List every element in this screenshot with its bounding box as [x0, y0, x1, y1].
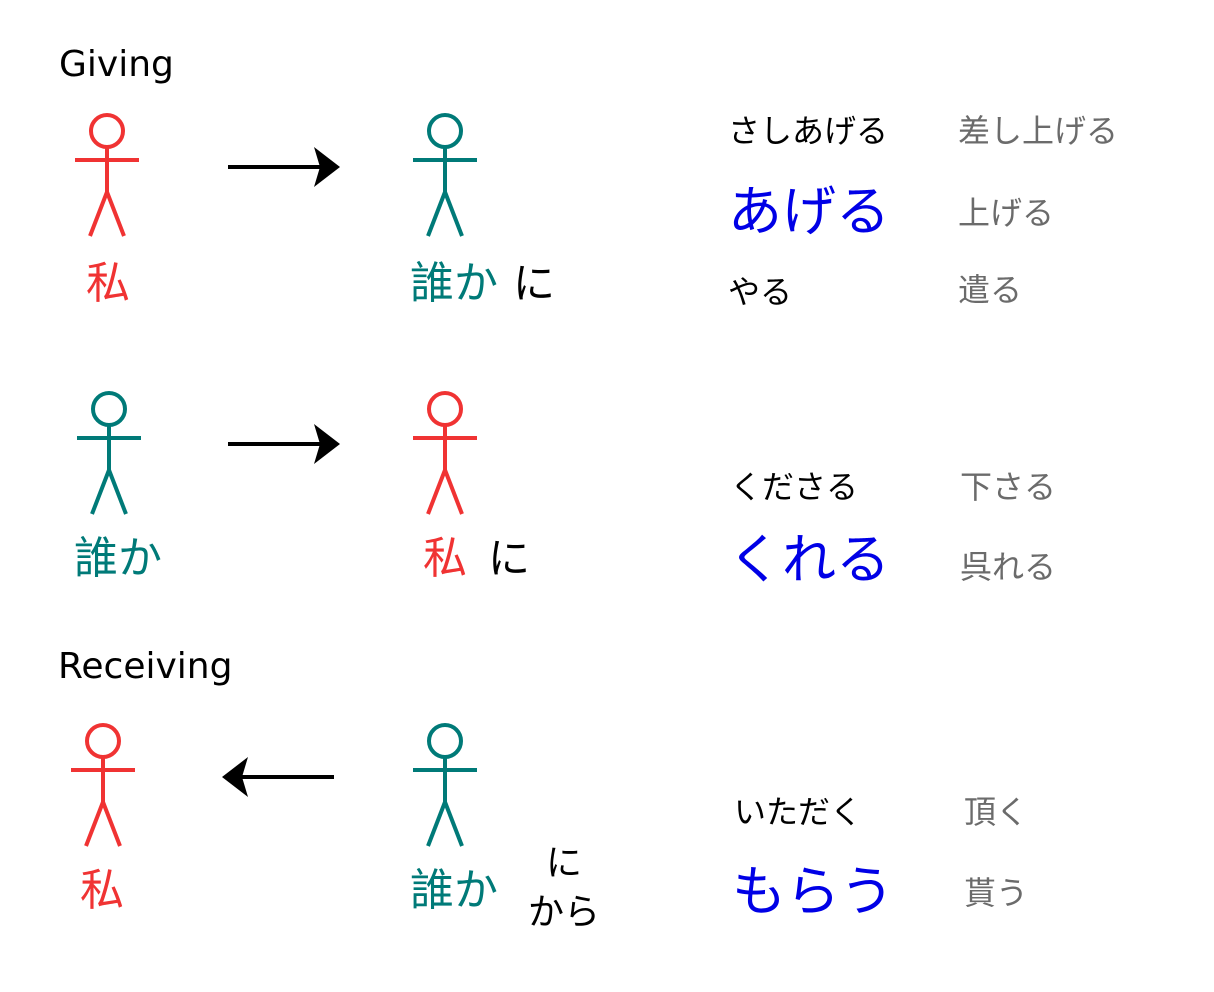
verb-humble-kana: いただく — [734, 793, 863, 831]
receiving-heading: Receiving — [58, 646, 233, 687]
right-arrow-icon — [228, 147, 340, 187]
verb-humble-kanji: 頂く — [964, 793, 1029, 831]
verb-main-kana: もらう — [732, 860, 894, 923]
me-stick-figure — [71, 723, 135, 847]
particle-ni: に — [488, 534, 531, 583]
particle-kara: から — [528, 892, 601, 933]
giver-label: 誰か — [410, 865, 498, 916]
left-arrow-icon — [222, 757, 334, 797]
giver-label: 私 — [86, 258, 130, 309]
verb-main-kanji: 貰う — [964, 874, 1029, 912]
verb-humble-kanji: 差し上げる — [958, 112, 1119, 150]
other-stick-figure — [77, 391, 141, 515]
verb-humble-kana: さしあげる — [728, 112, 889, 150]
giver-label: 誰か — [74, 533, 162, 584]
me-stick-figure — [75, 113, 139, 237]
verb-main-kanji: 呉れる — [960, 548, 1057, 586]
other-stick-figure — [413, 723, 477, 847]
verb-honorific-kana: くださる — [730, 468, 859, 506]
receiver-label: 誰か — [410, 258, 498, 309]
other-stick-figure — [413, 113, 477, 237]
receiver-label: 私 — [423, 533, 467, 584]
verb-honorific-kanji: 下さる — [960, 468, 1057, 506]
right-arrow-icon — [228, 424, 340, 464]
verb-main-kana: くれる — [728, 528, 890, 591]
receiver-label: 私 — [80, 865, 124, 916]
verb-main-kana: あげる — [728, 180, 890, 243]
giving-heading: Giving — [59, 44, 174, 85]
particle-ni: に — [546, 843, 583, 884]
verb-main-kanji: 上げる — [958, 194, 1055, 232]
verb-plain-kanji: 遣る — [958, 271, 1023, 309]
particle-ni: に — [513, 259, 556, 308]
me-stick-figure — [413, 391, 477, 515]
verb-plain-kana: やる — [728, 273, 793, 311]
